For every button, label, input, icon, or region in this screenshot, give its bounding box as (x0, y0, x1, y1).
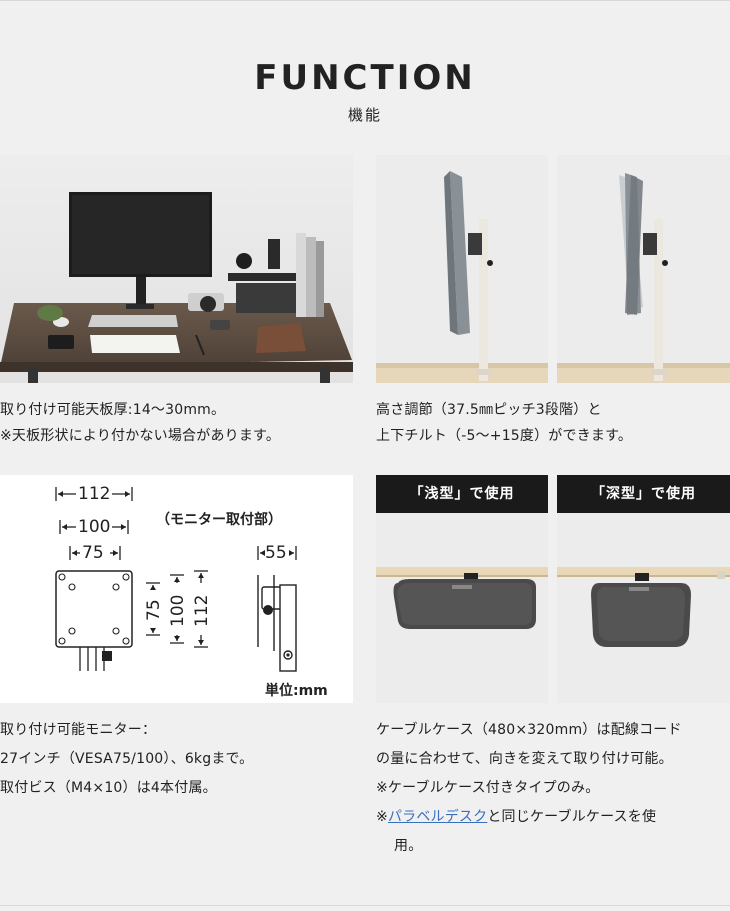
dim-112-label: 112 (78, 484, 111, 504)
dim-75-label: 75 (82, 543, 104, 563)
top-divider (0, 0, 730, 1)
label-shallow: 「浅型」で使用 (376, 475, 548, 513)
caption-line: ※ケーブルケース付きタイプのみ。 (376, 780, 600, 796)
cable-case-caption: ケーブルケース（480×320mm）は配線コード の量に合わせて、向きを変えて取… (376, 716, 730, 861)
bottom-divider (0, 905, 730, 906)
caption-line: 高さ調節（37.5㎜ピッチ3段階）と (376, 402, 602, 418)
height-adjust-photo (376, 155, 548, 383)
paravel-desk-link[interactable]: パラベルデスク (387, 809, 488, 825)
dim-100-vertical-label: 100 (168, 594, 188, 627)
dim-55-label: 55 (265, 543, 287, 563)
note-last: 用。 (394, 838, 423, 854)
caption-line: 取り付け可能天板厚:14〜30mm。 (0, 402, 226, 418)
dimension-caption: 取り付け可能モニター： 27インチ（VESA75/100）、6kgまで。 取付ビ… (0, 716, 360, 803)
cable-case-shallow-photo (376, 513, 548, 703)
caption-note: ※パラベルデスクと同じケーブルケースを使 (376, 803, 730, 832)
note-suffix: と同じケーブルケースを使 (487, 809, 657, 825)
cable-case-deep-photo (557, 513, 730, 703)
label-deep: 「深型」で使用 (557, 475, 730, 513)
caption-line: の量に合わせて、向きを変えて取り付け可能。 (376, 751, 673, 767)
dim-75-vertical-label: 75 (144, 599, 164, 621)
caption-line: 取り付け可能モニター： (0, 722, 157, 738)
desk-caption: 取り付け可能天板厚:14〜30mm。 ※天板形状により付かない場合があります。 (0, 397, 360, 449)
caption-line: 上下チルト（-5〜+15度）ができます。 (376, 428, 633, 444)
unit-label: 単位:mm (265, 683, 328, 699)
caption-line: 27インチ（VESA75/100）、6kgまで。 (0, 751, 254, 767)
caption-line: ※天板形状により付かない場合があります。 (0, 428, 281, 444)
monitor-mount-label: （モニター取付部） (156, 512, 282, 528)
desk-photo (0, 155, 353, 383)
note-prefix: ※ (376, 809, 388, 825)
caption-line: ケーブルケース（480×320mm）は配線コード (376, 722, 682, 738)
dimension-diagram: 112 100 75 55 75 100 112 （モニター取付部） 単位:mm (0, 475, 353, 703)
tilt-photo (557, 155, 730, 383)
section-subtitle: 機能 (347, 106, 382, 124)
section-title: FUNCTION (254, 58, 476, 98)
dim-112-vertical-label: 112 (192, 594, 212, 627)
caption-line: 取付ビス（M4×10）は4本付属。 (0, 780, 217, 796)
adjust-caption: 高さ調節（37.5㎜ピッチ3段階）と 上下チルト（-5〜+15度）ができます。 (376, 397, 730, 449)
dim-100-label: 100 (78, 517, 111, 537)
